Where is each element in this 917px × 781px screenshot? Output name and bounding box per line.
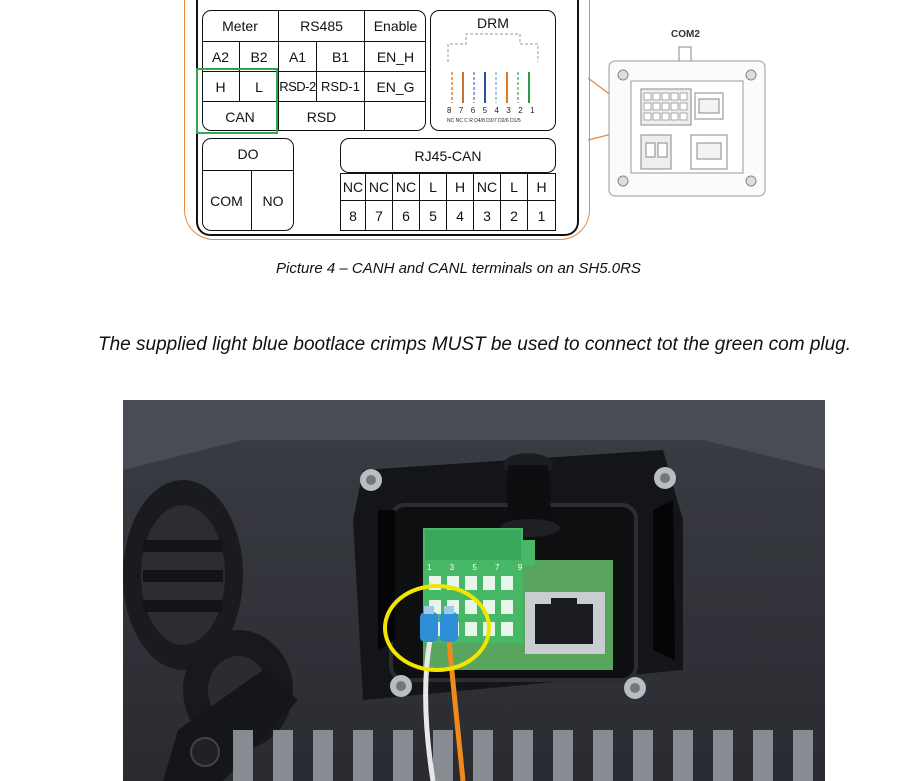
rj45-can-header: RJ45-CAN bbox=[340, 138, 556, 173]
rj45-bottom-cell: 5 bbox=[420, 201, 447, 231]
a2-label: A2 bbox=[202, 42, 240, 72]
instruction-note: The supplied light blue bootlace crimps … bbox=[98, 334, 852, 355]
rsd-label: RSD bbox=[279, 102, 365, 131]
rj45-bottom-cell: 1 bbox=[528, 201, 556, 231]
cable-gland-icon bbox=[123, 480, 243, 670]
green-terminal-block bbox=[423, 528, 535, 643]
terminal-numbers: 1 3 5 7 9 bbox=[427, 563, 530, 572]
can-h-label: H bbox=[202, 72, 240, 102]
rj45-bottom-cell: 3 bbox=[474, 201, 501, 231]
drm-label: DRM bbox=[477, 15, 509, 31]
com2-port-drawing bbox=[608, 46, 766, 197]
en-h-label: EN_H bbox=[365, 42, 426, 72]
rj45-bottom-cell: 4 bbox=[447, 201, 474, 231]
rj45-top-cell: NC bbox=[393, 173, 420, 201]
rs485-label: RS485 bbox=[279, 10, 365, 42]
can-highlight-box bbox=[196, 68, 278, 134]
rsd1-label: RSD-1 bbox=[317, 72, 365, 102]
inverter-photo: 1 3 5 7 9 bbox=[123, 400, 825, 781]
rj45-top-cell: H bbox=[528, 173, 556, 201]
rj45-port-icon bbox=[525, 592, 605, 654]
rj45-top-cell: NC bbox=[340, 173, 366, 201]
rj45-top-cell: NC bbox=[366, 173, 393, 201]
rj45-top-cell: NC bbox=[474, 173, 501, 201]
en-g-label: EN_G bbox=[365, 72, 426, 102]
terminal-block-main bbox=[202, 10, 426, 131]
drm-connector-drawing bbox=[447, 33, 539, 103]
rj45-bottom-cell: 7 bbox=[366, 201, 393, 231]
com2-label: COM2 bbox=[671, 29, 700, 40]
a1-label: A1 bbox=[279, 42, 317, 72]
can-label: CAN bbox=[202, 102, 279, 131]
rsd2-label: RSD-2 bbox=[279, 72, 317, 102]
rj45-bottom-cell: 2 bbox=[501, 201, 528, 231]
rj45-top-cell: L bbox=[501, 173, 528, 201]
rj45-bottom-cell: 6 bbox=[393, 201, 420, 231]
do-label: DO bbox=[202, 138, 294, 171]
rj45-bottom-cell: 8 bbox=[340, 201, 366, 231]
can-l-label: L bbox=[240, 72, 279, 102]
meter-label: Meter bbox=[202, 10, 279, 42]
crimp-icon bbox=[420, 606, 458, 642]
rj45-top-cell: H bbox=[447, 173, 474, 201]
enable-label: Enable bbox=[365, 10, 426, 42]
rj45-top-cell: L bbox=[420, 173, 447, 201]
do-no-label: NO bbox=[262, 193, 284, 209]
do-com-label: COM bbox=[202, 171, 252, 231]
terminal-diagram bbox=[184, 0, 590, 240]
b2-label: B2 bbox=[240, 42, 279, 72]
figure-caption: Picture 4 – CANH and CANL terminals on a… bbox=[276, 260, 641, 277]
drm-pin-labels: NC NC C R D4/8 D3/7 D2/6 D1/5 bbox=[447, 118, 521, 124]
drm-block: DRM bbox=[430, 10, 556, 131]
drm-pin-numbers: 8 7 6 5 4 3 2 1 bbox=[447, 106, 538, 115]
b1-label: B1 bbox=[317, 42, 365, 72]
highlight-circle bbox=[383, 584, 491, 672]
do-block bbox=[202, 138, 294, 231]
